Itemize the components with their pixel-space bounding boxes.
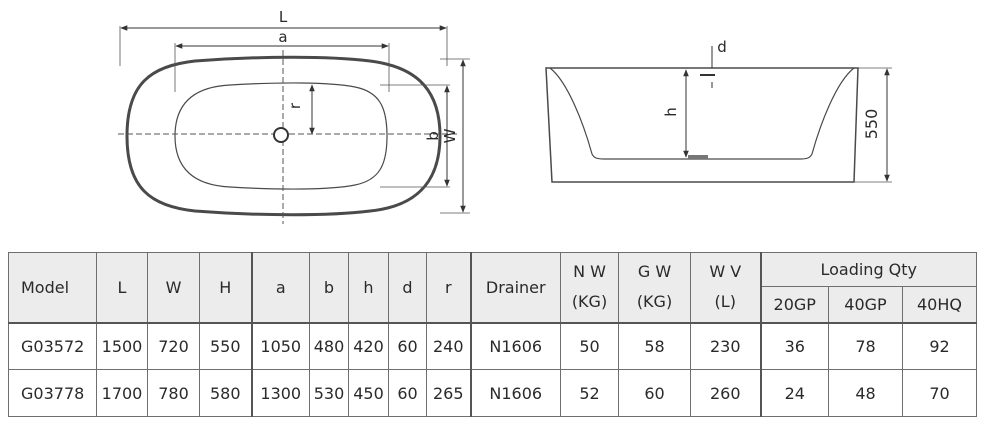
header-gw: G W (KG) <box>618 252 691 323</box>
header-L: L <box>96 252 148 323</box>
cell-H: 550 <box>199 321 252 370</box>
label-W: W <box>441 128 459 143</box>
cell-gw: 60 <box>618 369 691 417</box>
cell-20gp: 24 <box>759 369 829 417</box>
header-h: h <box>348 252 389 323</box>
label-height-550: 550 <box>862 109 881 140</box>
cell-nw: 52 <box>560 369 619 417</box>
side-view: d h 550 <box>545 38 892 183</box>
table-row: G03778 1700 780 580 1300 530 450 60 265 … <box>8 369 977 417</box>
label-h: h <box>662 107 680 117</box>
header-nw-line1: N W <box>573 262 606 282</box>
cell-a: 1050 <box>250 321 310 370</box>
cell-40hq: 70 <box>902 369 977 417</box>
cell-40gp: 48 <box>828 369 903 417</box>
header-r: r <box>426 252 471 323</box>
technical-drawings: L a r b W d h 550 <box>118 8 892 224</box>
drain-hole <box>273 127 289 143</box>
cell-model: G03572 <box>8 321 97 370</box>
header-row-1: Model L W H a b h d r Drainer N W (KG) G… <box>8 252 977 323</box>
header-nw-line2: (KG) <box>571 292 608 312</box>
header-wv: W V (L) <box>690 252 761 323</box>
header-b: b <box>309 252 349 323</box>
cell-h: 450 <box>348 369 389 417</box>
cell-L: 1500 <box>96 321 148 370</box>
label-L: L <box>279 8 288 26</box>
cell-wv: 230 <box>690 321 761 370</box>
header-drainer: Drainer <box>469 252 561 323</box>
cell-gw: 58 <box>618 321 691 370</box>
cell-b: 530 <box>309 369 349 417</box>
header-gw-line1: G W <box>637 262 672 282</box>
header-d: d <box>388 252 427 323</box>
header-20gp: 20GP <box>759 286 829 323</box>
cell-H: 580 <box>199 369 252 417</box>
label-d: d <box>717 38 727 56</box>
header-40hq: 40HQ <box>902 286 977 323</box>
header-gw-line2: (KG) <box>636 292 673 312</box>
header-wv-line1: W V <box>709 262 742 282</box>
drain-fitting <box>688 155 708 159</box>
cell-nw: 50 <box>560 321 619 370</box>
cell-L: 1700 <box>96 369 148 417</box>
table-row: G03572 1500 720 550 1050 480 420 60 240 … <box>8 321 977 370</box>
header-W: W <box>147 252 200 323</box>
cell-b: 480 <box>309 321 349 370</box>
header-40gp: 40GP <box>828 286 903 323</box>
label-b: b <box>424 131 442 141</box>
header-wv-line2: (L) <box>714 292 736 312</box>
header-loading-qty: Loading Qty <box>759 252 977 287</box>
spec-table: Model L W H a b h d r Drainer N W (KG) G… <box>8 252 977 417</box>
cell-wv: 260 <box>690 369 761 417</box>
cell-r: 265 <box>426 369 471 417</box>
cell-40gp: 78 <box>828 321 903 370</box>
top-view: L a r b W <box>118 8 470 224</box>
label-a: a <box>278 28 287 46</box>
cell-W: 780 <box>147 369 200 417</box>
cell-20gp: 36 <box>759 321 829 370</box>
cell-model: G03778 <box>8 369 97 417</box>
cell-W: 720 <box>147 321 200 370</box>
cell-a: 1300 <box>250 369 310 417</box>
header-H: H <box>199 252 252 323</box>
header-model: Model <box>8 252 97 323</box>
header-a: a <box>250 252 310 323</box>
cell-drainer: N1606 <box>469 369 561 417</box>
cell-r: 240 <box>426 321 471 370</box>
cell-40hq: 92 <box>902 321 977 370</box>
header-nw: N W (KG) <box>560 252 619 323</box>
cell-d: 60 <box>388 321 427 370</box>
cell-h: 420 <box>348 321 389 370</box>
cell-d: 60 <box>388 369 427 417</box>
label-r: r <box>286 102 304 109</box>
tub-side-profile <box>545 67 859 183</box>
cell-drainer: N1606 <box>469 321 561 370</box>
